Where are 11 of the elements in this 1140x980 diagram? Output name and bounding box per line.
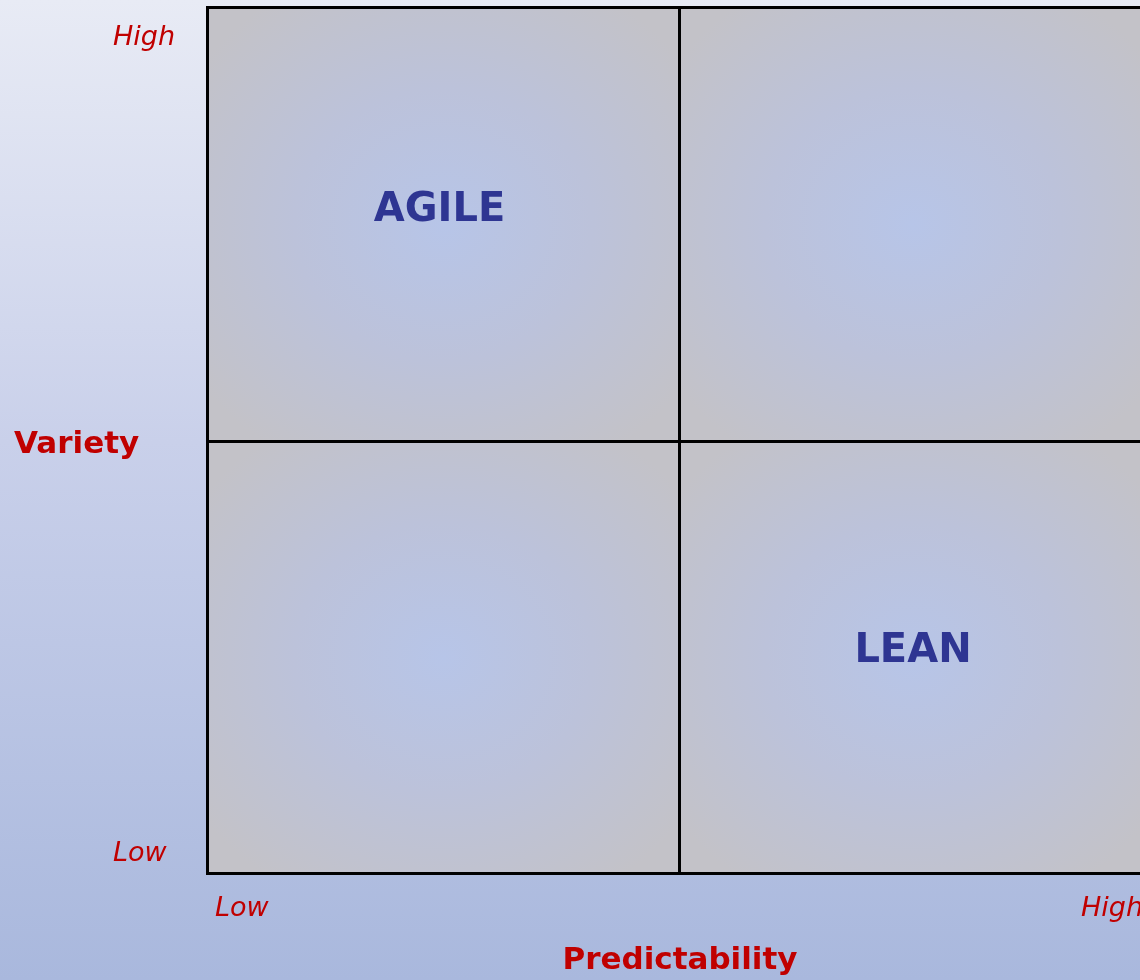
quadrant-label: LEAN: [854, 624, 972, 671]
axis-tick-label: High: [113, 20, 176, 51]
axis-tick-label: Low: [113, 836, 167, 867]
quadrant-box: [678, 6, 1140, 443]
quadrant-box: [206, 6, 681, 443]
quadrant-box: [206, 440, 681, 875]
quadrant-box: [678, 440, 1140, 875]
quadrant-label: AGILE: [373, 183, 506, 230]
axis-tick-label: Low: [215, 891, 269, 922]
axis-title: Predictability: [562, 940, 798, 976]
axis-title: Variety: [14, 424, 140, 460]
